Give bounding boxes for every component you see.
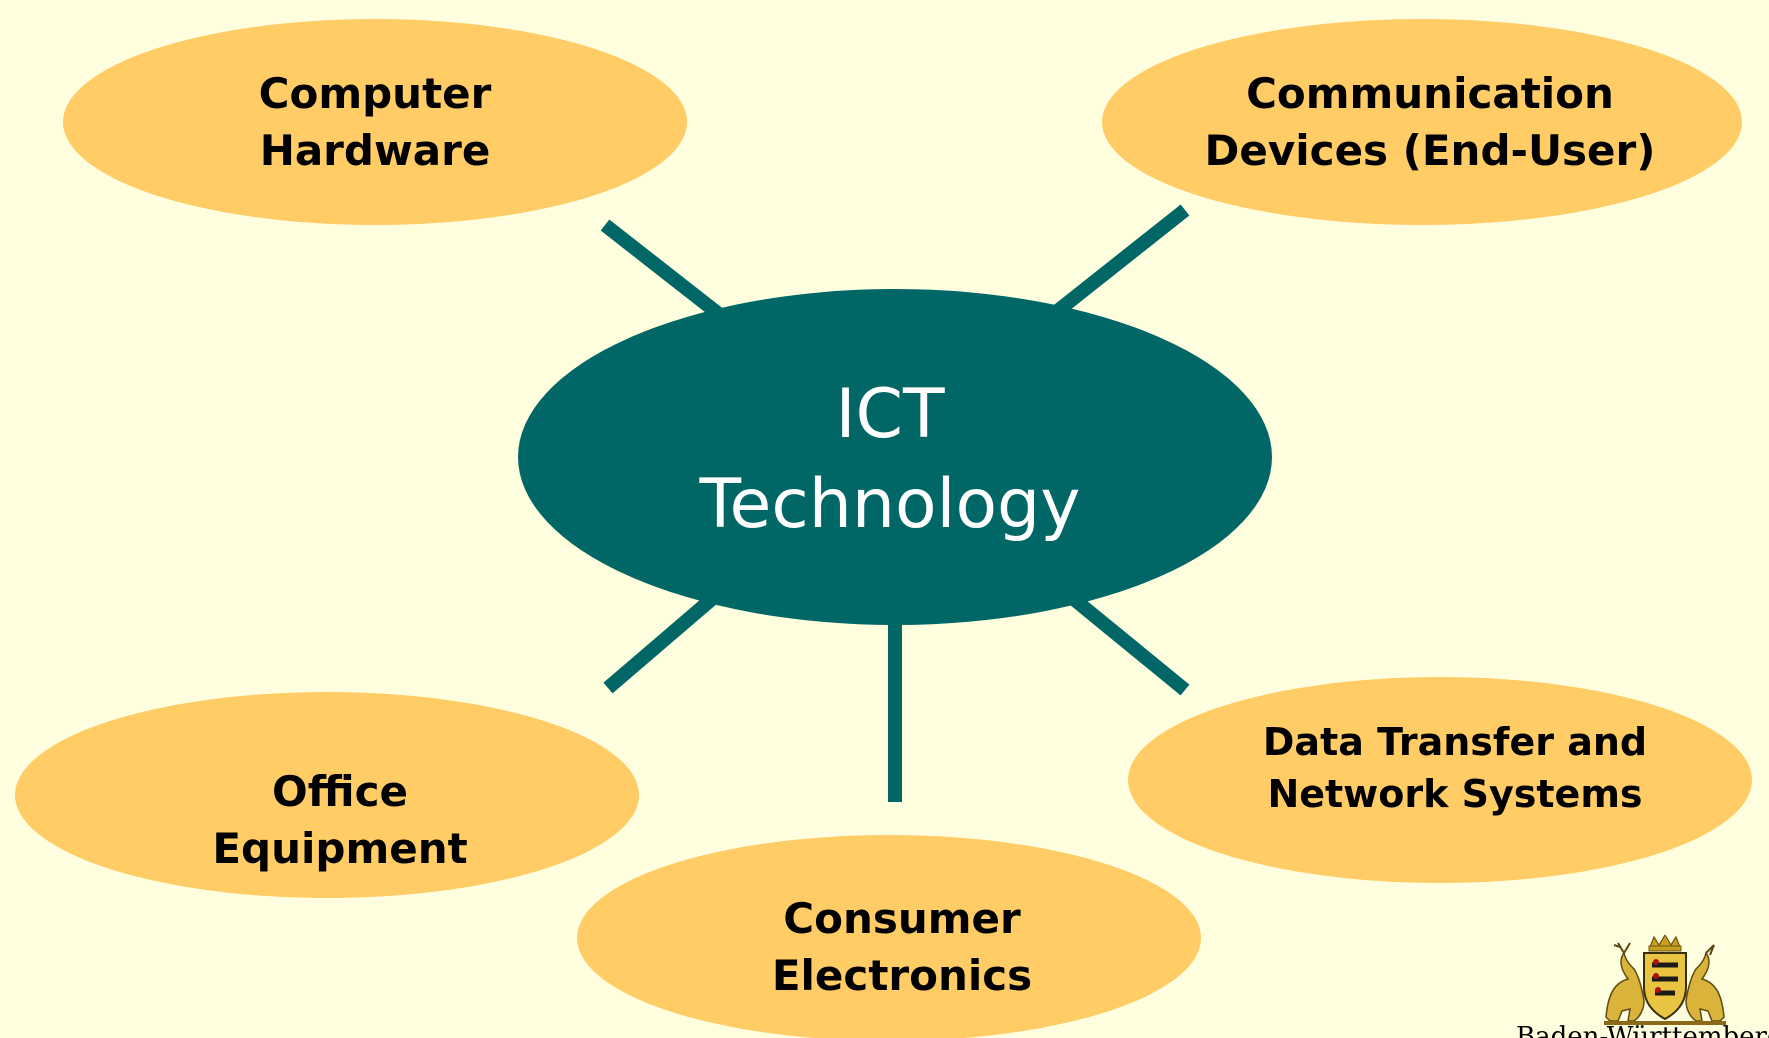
hub-label-line1: ICT <box>835 375 945 454</box>
label-office-equipment-line1: Office <box>272 767 408 816</box>
label-consumer-electronics: Consumer Electronics <box>652 885 1152 1009</box>
spoke-computer-hardware <box>600 219 725 321</box>
crest-text: Baden-Württemberg <box>1516 1022 1769 1038</box>
hub-label: ICT Technology <box>560 360 1220 560</box>
label-data-transfer: Data Transfer and Network Systems <box>1180 716 1730 820</box>
label-computer-hardware: Computer Hardware <box>125 60 625 184</box>
node-communication-devices <box>1102 19 1742 225</box>
node-data-transfer <box>1128 677 1752 883</box>
label-office-equipment: Office Equipment <box>90 758 590 882</box>
spoke-communication-devices <box>1050 204 1190 319</box>
label-communication-devices: Communication Devices (End-User) <box>1150 60 1710 184</box>
label-consumer-electronics-line1: Consumer <box>783 894 1021 943</box>
label-computer-hardware-line2: Hardware <box>259 126 491 175</box>
coat-of-arms-icon <box>1604 935 1726 1025</box>
label-consumer-electronics-line2: Electronics <box>771 951 1033 1000</box>
spoke-data-transfer <box>1070 594 1190 696</box>
node-consumer-electronics <box>577 835 1201 1038</box>
node-computer-hardware <box>63 19 687 225</box>
label-computer-hardware-line1: Computer <box>258 69 492 118</box>
label-data-transfer-line2: Network Systems <box>1267 772 1643 816</box>
label-office-equipment-line2: Equipment <box>212 824 468 873</box>
label-communication-devices-line1: Communication <box>1246 69 1614 118</box>
spoke-office-equipment <box>603 592 718 694</box>
label-data-transfer-line1: Data Transfer and <box>1262 720 1648 764</box>
node-office-equipment <box>15 692 639 898</box>
hub-label-line2: Technology <box>699 465 1081 544</box>
label-communication-devices-line2: Devices (End-User) <box>1204 126 1656 175</box>
hub-ict-technology <box>518 289 1272 625</box>
